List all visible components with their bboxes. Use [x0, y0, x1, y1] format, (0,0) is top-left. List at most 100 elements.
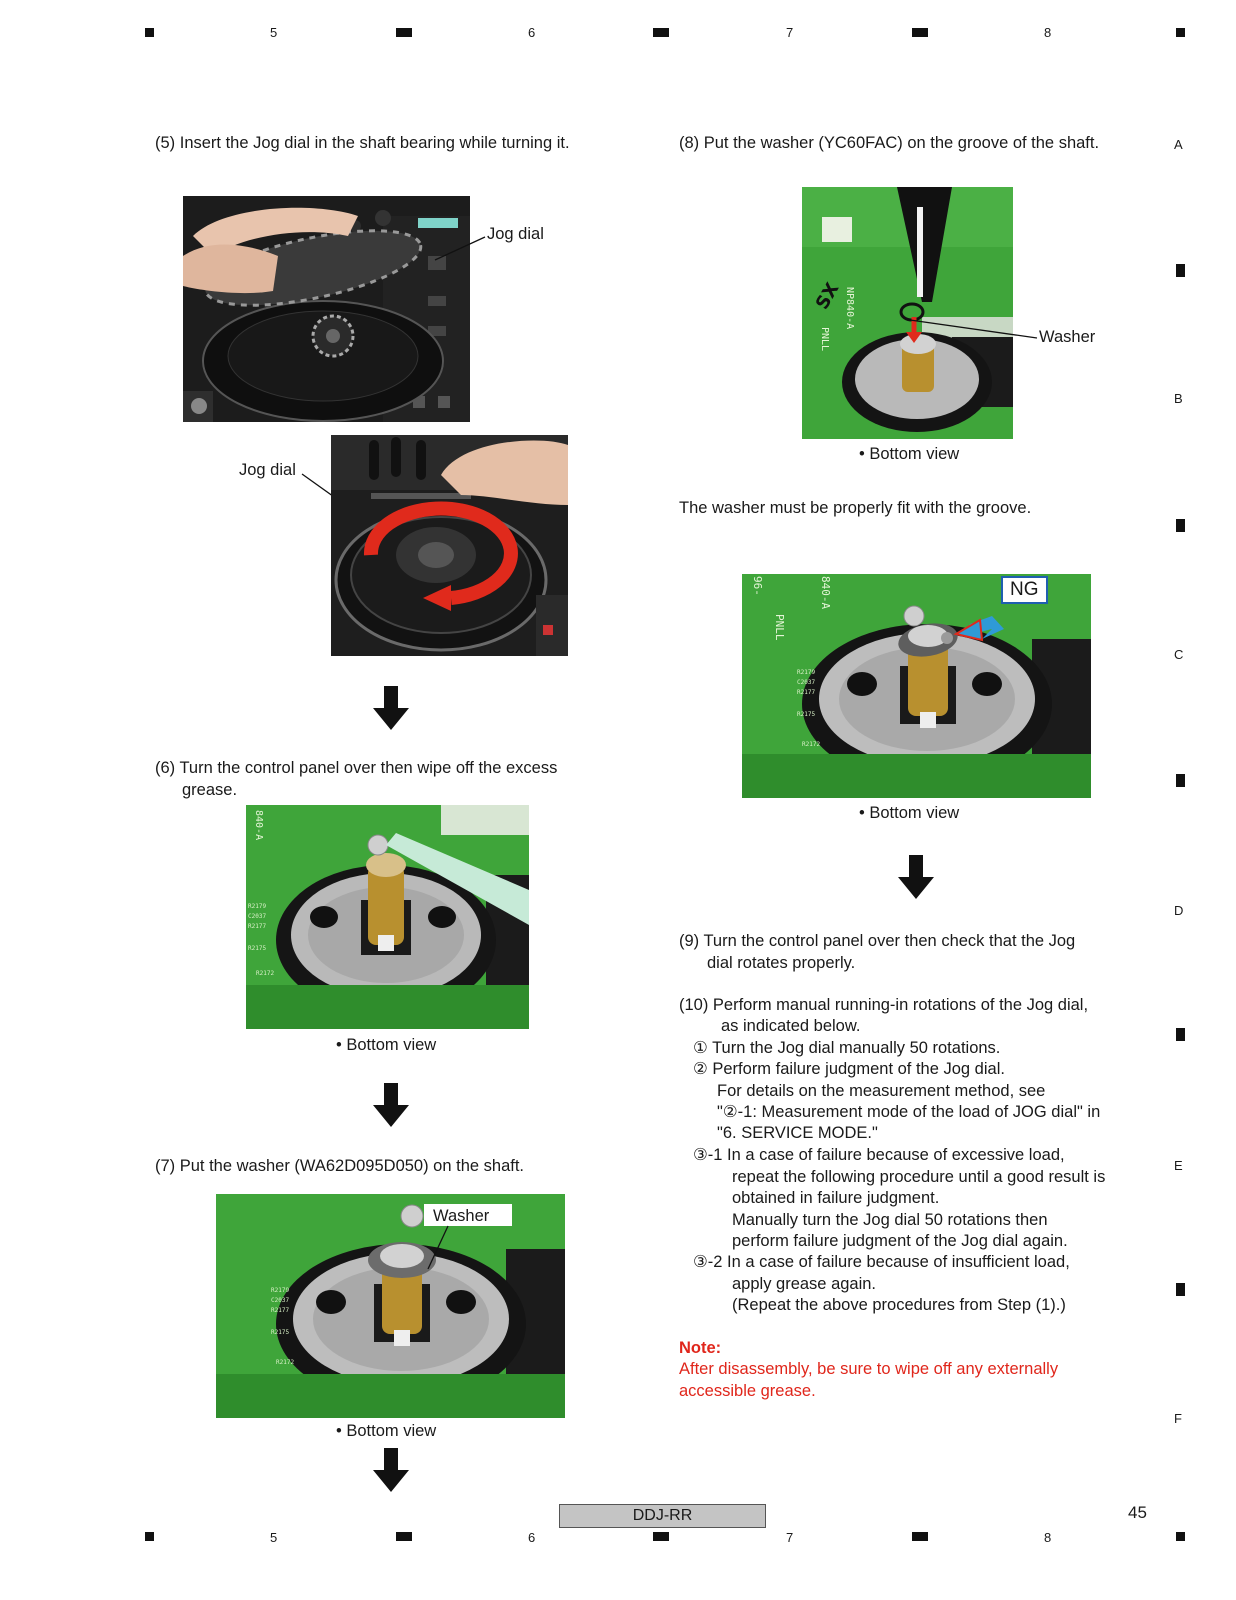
step-10-item3-1-detail: obtained in failure judgment. [732, 1189, 940, 1207]
down-arrow-icon [898, 855, 934, 899]
ng-badge: NG [1001, 576, 1048, 604]
washer-label: Washer [1039, 328, 1096, 346]
bottom-view-caption: • Bottom view [336, 1422, 437, 1440]
svg-text:PNLL: PNLL [773, 614, 786, 641]
svg-text:96-: 96- [751, 576, 764, 596]
column-number: 8 [1044, 1530, 1052, 1545]
corner-mark [1176, 1532, 1185, 1541]
step-5-text: (5) Insert the Jog dial in the shaft bea… [155, 134, 570, 152]
note-body-line1: After disassembly, be sure to wipe off a… [679, 1360, 1059, 1378]
page-number: 45 [1128, 1503, 1147, 1522]
down-arrow-icon [373, 686, 409, 730]
svg-text:R2179: R2179 [248, 903, 266, 910]
row-tick [1176, 1283, 1185, 1296]
svg-text:840-A: 840-A [819, 576, 832, 609]
svg-text:C2037: C2037 [271, 1297, 289, 1304]
svg-text:R2175: R2175 [271, 1329, 289, 1336]
svg-text:R2177: R2177 [248, 923, 266, 930]
step-10-line1: (10) Perform manual running-in rotations… [679, 996, 1089, 1014]
svg-text:R2175: R2175 [248, 945, 266, 952]
divider-mark [653, 28, 669, 37]
step-10-item2-detail: "②-1: Measurement mode of the load of JO… [717, 1103, 1101, 1121]
step-10-item3-2-detail: (Repeat the above procedures from Step (… [732, 1296, 1066, 1314]
svg-text:R2172: R2172 [276, 1359, 294, 1366]
column-number: 5 [270, 25, 278, 40]
step-10-item2-detail: For details on the measurement method, s… [717, 1082, 1046, 1100]
note-body-line2: accessible grease. [679, 1382, 816, 1400]
row-letter: D [1174, 903, 1184, 918]
row-letter: C [1174, 647, 1184, 662]
step-10-item3-1-detail: Manually turn the Jog dial 50 rotations … [732, 1211, 1048, 1229]
step-10-item3-2-detail: apply grease again. [732, 1275, 877, 1293]
step-9-line1: (9) Turn the control panel over then che… [679, 932, 1076, 950]
step-10-item1: ① Turn the Jog dial manually 50 rotation… [693, 1039, 1001, 1057]
svg-text:PNLL: PNLL [819, 327, 830, 351]
bottom-view-caption: • Bottom view [859, 804, 960, 822]
bottom-view-caption: • Bottom view [859, 445, 960, 463]
step-10-item3-1: ③-1 In a case of failure because of exce… [693, 1146, 1065, 1164]
step-10-item3-1-detail: repeat the following procedure until a g… [732, 1168, 1106, 1186]
column-number: 5 [270, 1530, 278, 1545]
washer-leader-line [909, 319, 1038, 339]
step-7-text: (7) Put the washer (WA62D095D050) on the… [155, 1157, 524, 1175]
svg-text:R2179: R2179 [271, 1287, 289, 1294]
svg-text:R2177: R2177 [271, 1307, 289, 1314]
column-number: 6 [528, 25, 536, 40]
row-tick [1176, 1028, 1185, 1041]
svg-text:C2037: C2037 [248, 913, 266, 920]
row-letter: E [1174, 1158, 1183, 1173]
step-9-line2: dial rotates properly. [707, 954, 856, 972]
jog-dial-label-top: Jog dial [487, 225, 544, 243]
divider-mark [396, 1532, 412, 1541]
down-arrow-icon [373, 1083, 409, 1127]
row-tick [1176, 519, 1185, 532]
corner-mark [1176, 28, 1185, 37]
divider-mark [396, 28, 412, 37]
row-letter: F [1174, 1411, 1182, 1426]
note-title: Note: [679, 1339, 722, 1357]
corner-mark [145, 1532, 154, 1541]
jog-dial-insert-photo [183, 196, 470, 422]
svg-text:840-A: 840-A [253, 810, 264, 840]
jog-dial-leader-line [434, 236, 486, 261]
down-arrow-icon [373, 1448, 409, 1492]
step-10-item2-detail: "6. SERVICE MODE." [717, 1124, 878, 1142]
svg-text:R2175: R2175 [797, 711, 815, 718]
fit-note-text: The washer must be properly fit with the… [679, 499, 1032, 517]
column-number: 7 [786, 1530, 794, 1545]
row-tick [1176, 264, 1185, 277]
row-tick [1176, 774, 1185, 787]
step-6-text-line1: (6) Turn the control panel over then wip… [155, 759, 558, 777]
corner-mark [145, 28, 154, 37]
svg-text:NP840-A: NP840-A [844, 287, 855, 329]
jog-dial-label-bottom: Jog dial [239, 461, 296, 479]
column-number: 8 [1044, 25, 1052, 40]
step-10-item3-1-detail: perform failure judgment of the Jog dial… [732, 1232, 1068, 1250]
svg-text:R2172: R2172 [256, 970, 274, 977]
svg-text:C2037: C2037 [797, 679, 815, 686]
step-6-text-line2: grease. [182, 781, 238, 799]
column-number: 6 [528, 1530, 536, 1545]
svg-text:R2172: R2172 [802, 741, 820, 748]
jog-dial-rotate-photo [331, 435, 568, 656]
divider-mark [912, 28, 928, 37]
model-name-box: DDJ-RR [559, 1504, 766, 1528]
washer-leader-line [427, 1225, 449, 1270]
row-letter: A [1174, 137, 1183, 152]
washer-label: Washer [433, 1207, 490, 1225]
column-number: 7 [786, 25, 794, 40]
divider-mark [653, 1532, 669, 1541]
svg-text:R2177: R2177 [797, 689, 815, 696]
step-10-line2: as indicated below. [721, 1017, 861, 1035]
divider-mark [912, 1532, 928, 1541]
svg-text:R2179: R2179 [797, 669, 815, 676]
step-8-text: (8) Put the washer (YC60FAC) on the groo… [679, 134, 1100, 152]
step-10-item2: ② Perform failure judgment of the Jog di… [693, 1060, 1005, 1078]
step-10-item3-2: ③-2 In a case of failure because of insu… [693, 1253, 1070, 1271]
bottom-view-caption: • Bottom view [336, 1036, 437, 1054]
row-letter: B [1174, 391, 1183, 406]
